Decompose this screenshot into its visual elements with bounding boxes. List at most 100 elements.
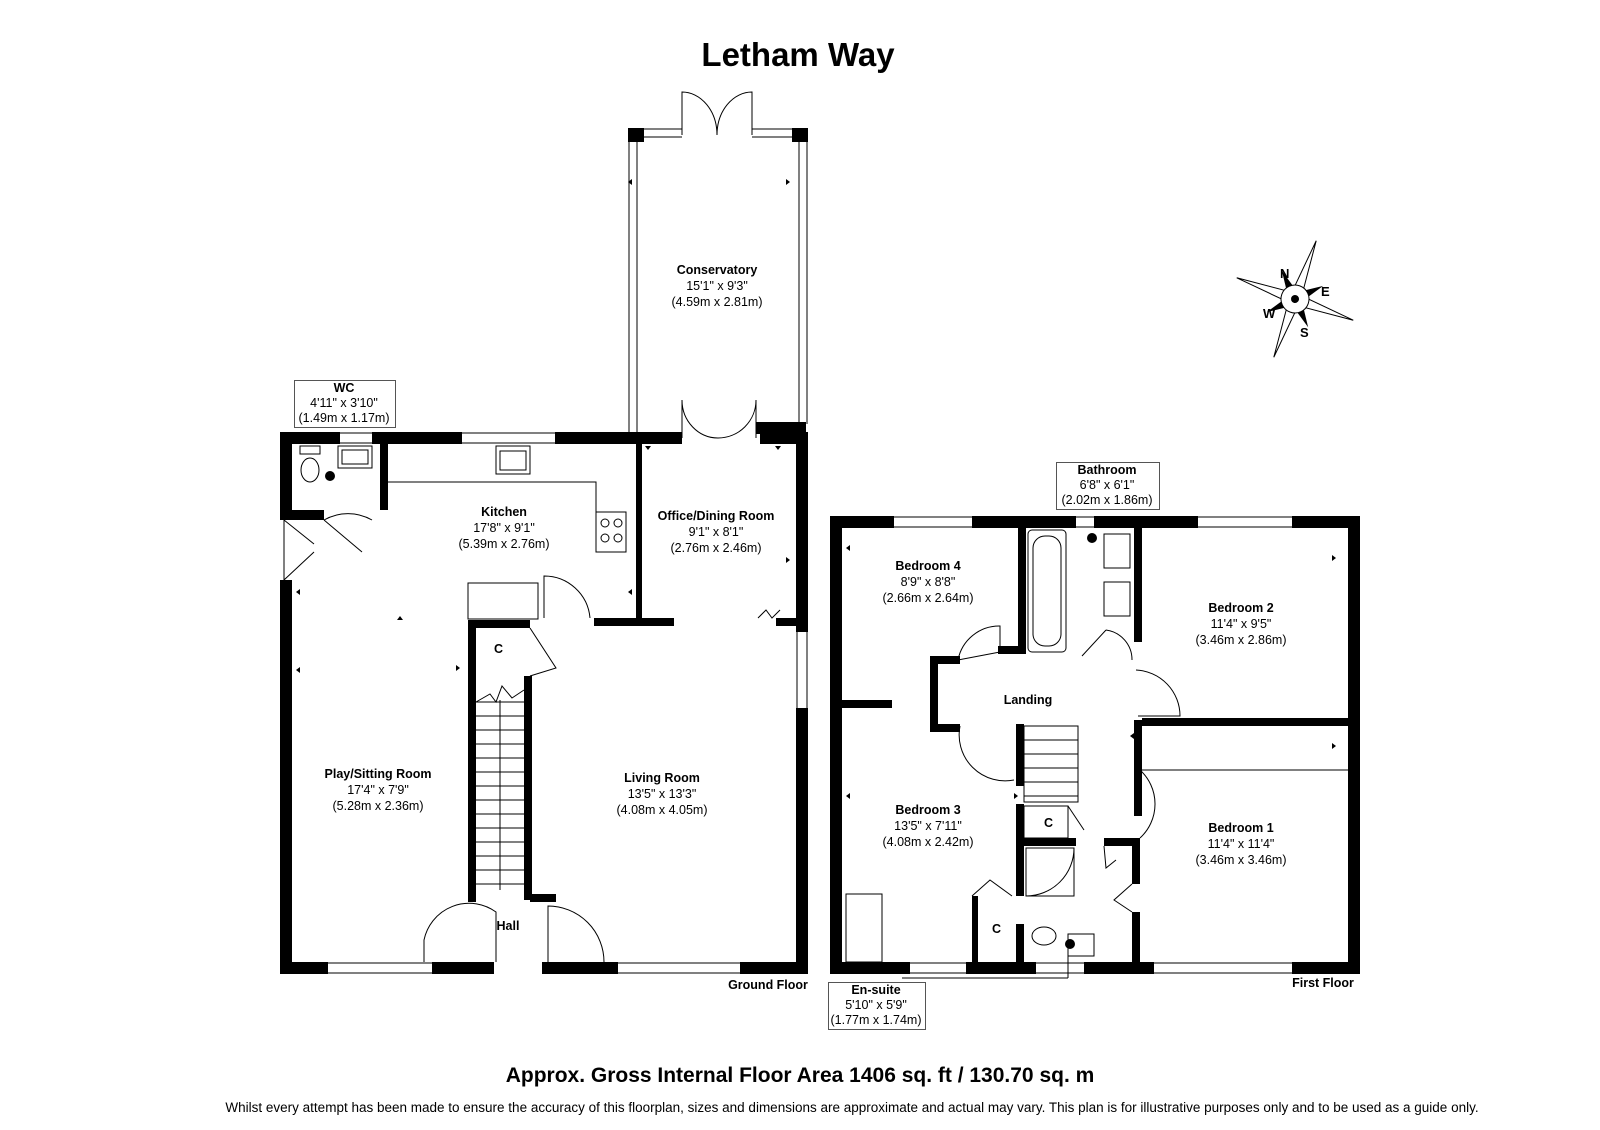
wall [280, 432, 340, 444]
bathroom-label-box [1056, 462, 1160, 510]
bathroom-dim-imperial: 6'8" x 6'1" [1079, 478, 1135, 492]
bedroom2-dim-metric: (3.46m x 2.86m) [1195, 633, 1287, 647]
wall [1104, 838, 1140, 846]
wall [972, 516, 1076, 528]
wall [468, 620, 476, 902]
wall [1142, 718, 1348, 726]
wall [998, 646, 1026, 654]
living-room-dim-metric: (4.08m x 4.05m) [616, 803, 708, 817]
conservatory-dim-metric: (4.59m x 2.81m) [671, 295, 763, 309]
wall [280, 580, 292, 974]
kitchen-name: Kitchen [481, 505, 527, 519]
office-dim-metric: (2.76m x 2.46m) [670, 541, 762, 555]
wall [1348, 516, 1360, 974]
kitchen-dim-metric: (5.39m x 2.76m) [458, 537, 550, 551]
bedroom4-dim-imperial: 8'9" x 8'8" [900, 575, 956, 589]
bedroom4-dim-metric: (2.66m x 2.64m) [882, 591, 974, 605]
wc-label-box [294, 380, 396, 428]
disclaimer-text: Whilst every attempt has been made to en… [225, 1100, 1479, 1115]
living-room-dim-imperial: 13'5" x 13'3" [627, 787, 697, 801]
wall [1018, 528, 1026, 652]
ensuite-dim-imperial: 5'10" x 5'9" [845, 998, 907, 1012]
wall [432, 962, 494, 974]
wall [930, 656, 938, 732]
wall [594, 618, 674, 626]
compass-rose-icon [1236, 240, 1354, 358]
conservatory-name: Conservatory [676, 263, 758, 277]
wall [1132, 838, 1140, 884]
compass-s: S [1300, 325, 1309, 340]
wall [636, 444, 642, 624]
bedroom1-dim-metric: (3.46m x 3.46m) [1195, 853, 1287, 867]
wall [1292, 962, 1360, 974]
wall [796, 432, 808, 632]
wall [280, 962, 328, 974]
wall [530, 894, 556, 902]
wall [1016, 724, 1024, 786]
bedroom3-dim-imperial: 13'5" x 7'11" [894, 819, 962, 833]
office-name: Office/Dining Room [657, 509, 775, 523]
wc-dim-metric: (1.49m x 1.17m) [298, 411, 390, 425]
bedroom1-name: Bedroom 1 [1208, 821, 1274, 835]
ground-floor-label: Ground Floor [728, 978, 808, 992]
wall [1134, 528, 1142, 642]
play-room-dim-imperial: 17'4" x 7'9" [347, 783, 409, 797]
wall [830, 516, 894, 528]
wall [842, 700, 892, 708]
plan-title: Letham Way [701, 36, 895, 73]
cupboard-label-landing: C [1044, 816, 1054, 830]
bedroom2-dim-imperial: 11'4" x 9'5" [1210, 617, 1272, 631]
wall [972, 896, 978, 964]
wall [555, 432, 640, 444]
wall [632, 432, 682, 444]
play-room-name: Play/Sitting Room [324, 767, 432, 781]
bedroom1-dim-imperial: 11'4" x 11'4" [1207, 837, 1275, 851]
wall [796, 708, 808, 974]
bathroom-dim-metric: (2.02m x 1.86m) [1061, 493, 1153, 507]
wall [380, 444, 388, 510]
wall [740, 962, 808, 974]
wall [542, 962, 618, 974]
bedroom3-name: Bedroom 3 [895, 803, 961, 817]
bedroom3-dim-metric: (4.08m x 2.42m) [882, 835, 974, 849]
cupboard-label-bedroom3: C [992, 922, 1002, 936]
bedroom4-name: Bedroom 4 [895, 559, 961, 573]
conservatory-dim-imperial: 15'1" x 9'3" [686, 279, 748, 293]
cupboard-label: C [494, 642, 504, 656]
wall [1292, 516, 1360, 528]
first-floor-label: First Floor [1292, 976, 1354, 990]
wall [792, 128, 808, 142]
compass-e: E [1321, 284, 1330, 299]
ensuite-dim-metric: (1.77m x 1.74m) [830, 1013, 922, 1027]
wall [1134, 720, 1142, 816]
landing-name: Landing [1003, 693, 1053, 707]
dimension-markers [296, 179, 1336, 799]
play-room-dim-metric: (5.28m x 2.36m) [332, 799, 424, 813]
wall [1132, 912, 1140, 964]
wall [284, 510, 324, 520]
wall [1016, 840, 1024, 896]
compass-n: N [1280, 266, 1289, 281]
floor-area-text: Approx. Gross Internal Floor Area 1406 s… [505, 1064, 1095, 1087]
wall [280, 432, 292, 520]
kitchen-dim-imperial: 17'8" x 9'1" [473, 521, 535, 535]
wall [776, 618, 796, 626]
wall [966, 962, 1036, 974]
wall [1016, 838, 1076, 846]
wall [1094, 516, 1198, 528]
wall [1016, 804, 1024, 844]
wall [372, 432, 462, 444]
wc-dim-imperial: 4'11" x 3'10" [310, 396, 378, 410]
wall [930, 724, 960, 732]
wall [930, 656, 960, 664]
wall [468, 620, 530, 628]
wall [524, 676, 532, 900]
wc-name: WC [333, 381, 355, 395]
office-dim-imperial: 9'1" x 8'1" [688, 525, 744, 539]
wall [628, 128, 644, 142]
living-room-name: Living Room [624, 771, 700, 785]
wall [1016, 924, 1024, 964]
bedroom2-name: Bedroom 2 [1208, 601, 1274, 615]
compass-w: W [1263, 306, 1276, 321]
